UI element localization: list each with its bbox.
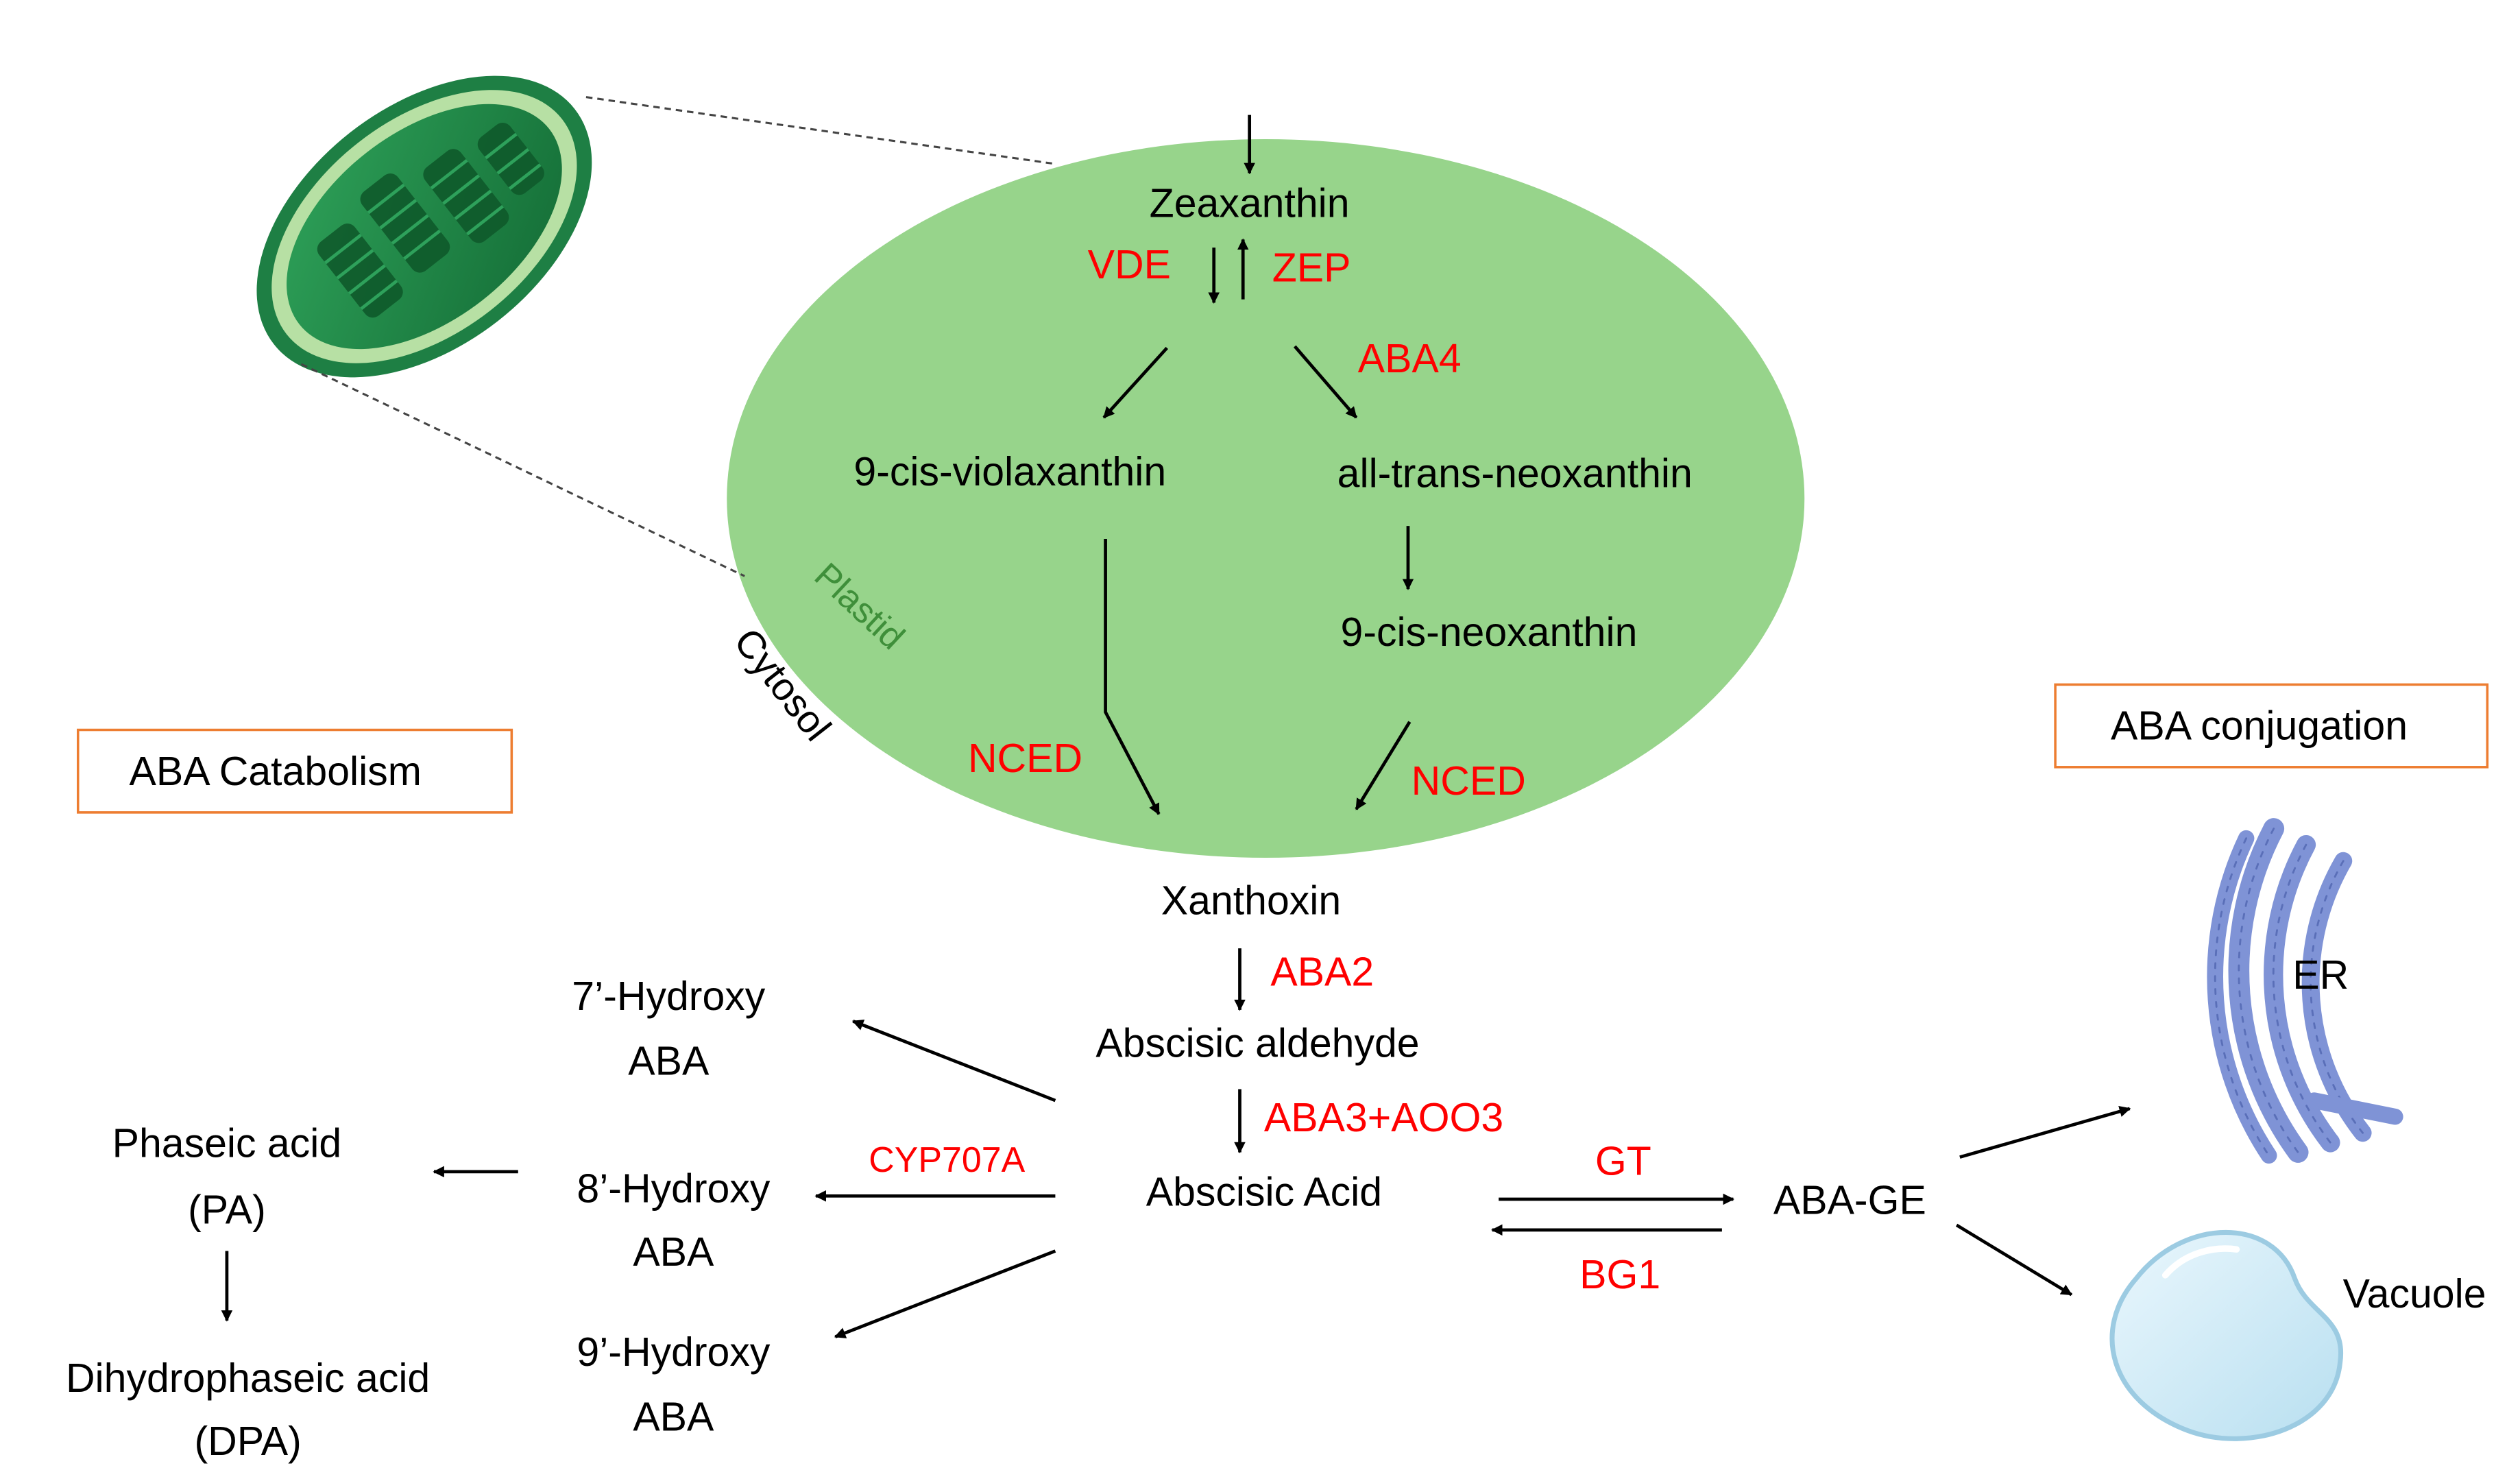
violaxanthin-label: 9-cis-violaxanthin bbox=[853, 449, 1166, 494]
arrow-to-violaxanthin bbox=[1102, 346, 1169, 419]
arrow-to-vacuole bbox=[1955, 1223, 2073, 1297]
xanthoxin-label: Xanthoxin bbox=[1161, 878, 1341, 924]
hydroxy9-line2: ABA bbox=[633, 1395, 714, 1440]
enzyme-bg1: BG1 bbox=[1579, 1252, 1660, 1297]
hydroxy7-line2: ABA bbox=[628, 1038, 710, 1083]
vacuole-icon bbox=[2109, 1230, 2344, 1441]
vacuole-label: Vacuole bbox=[2343, 1271, 2486, 1316]
enzyme-vde: VDE bbox=[1088, 242, 1171, 287]
aba-catabolism-label: ABA Catabolism bbox=[130, 749, 422, 794]
aba-conjugation-label: ABA conjugation bbox=[2111, 703, 2408, 749]
arrow-to-er bbox=[1959, 1105, 2131, 1159]
arrow-to-7-hydroxy bbox=[851, 1020, 1056, 1103]
zoom-line-bottom bbox=[300, 363, 745, 577]
arrow-nced-right bbox=[1355, 721, 1412, 810]
enzyme-gt: GT bbox=[1595, 1139, 1651, 1184]
zoom-line-top bbox=[585, 96, 1052, 165]
abscisic-aldehyde-label: Abscisic aldehyde bbox=[1095, 1020, 1419, 1065]
enzyme-aba4: ABA4 bbox=[1358, 336, 1462, 381]
arrow-aba4 bbox=[1293, 345, 1358, 419]
er-label: ER bbox=[2292, 952, 2349, 998]
dihydrophaseic-acid-line2: (DPA) bbox=[194, 1419, 301, 1464]
enzyme-cyp707a: CYP707A bbox=[869, 1140, 1025, 1180]
abscisic-acid-label: Abscisic Acid bbox=[1146, 1169, 1382, 1214]
hydroxy9-line1: 9’-Hydroxy bbox=[577, 1329, 770, 1375]
arrow-nced-left bbox=[1104, 538, 1161, 815]
aba-ge-label: ABA-GE bbox=[1773, 1177, 1926, 1223]
er-icon bbox=[2207, 818, 2403, 1164]
cis-neoxanthin-label: 9-cis-neoxanthin bbox=[1341, 610, 1638, 655]
enzyme-zep: ZEP bbox=[1272, 245, 1351, 291]
phaseic-acid-line1: Phaseic acid bbox=[112, 1121, 342, 1166]
vacuole-highlight bbox=[2161, 1245, 2240, 1279]
enzyme-nced-left: NCED bbox=[968, 736, 1082, 781]
enzyme-nced-right: NCED bbox=[1412, 758, 1526, 804]
aba-catabolism-box bbox=[76, 728, 513, 814]
arrow-to-9-hydroxy bbox=[834, 1249, 1056, 1338]
zeaxanthin-label: Zeaxanthin bbox=[1150, 180, 1350, 226]
chloroplast-icon bbox=[256, 75, 592, 378]
aba-conjugation-box bbox=[2054, 683, 2489, 769]
enzyme-aba3-aoo3: ABA3+AOO3 bbox=[1264, 1095, 1503, 1140]
hydroxy8-line2: ABA bbox=[633, 1229, 714, 1275]
phaseic-acid-line2: (PA) bbox=[188, 1187, 266, 1232]
trans-neoxanthin-label: all-trans-neoxanthin bbox=[1337, 450, 1693, 496]
enzyme-aba2: ABA2 bbox=[1270, 949, 1374, 994]
plastid-compartment bbox=[727, 139, 1805, 858]
hydroxy8-line1: 8’-Hydroxy bbox=[577, 1166, 770, 1212]
hydroxy7-line1: 7’-Hydroxy bbox=[572, 974, 765, 1019]
dihydrophaseic-acid-line1: Dihydrophaseic acid bbox=[66, 1356, 430, 1401]
